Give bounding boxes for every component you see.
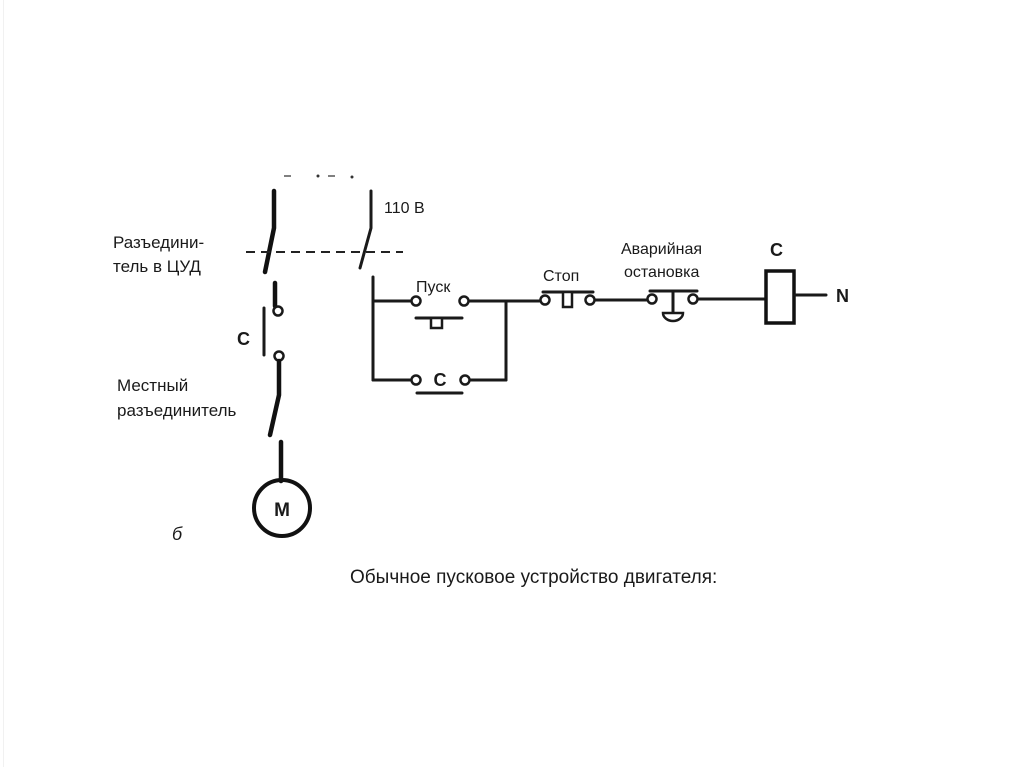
hold-contact bbox=[410, 374, 471, 395]
label-motor: М bbox=[274, 500, 290, 521]
label-isolator-cud-line1: Разъедини- bbox=[113, 233, 204, 252]
contactor-main-contact bbox=[262, 280, 285, 362]
terminal bbox=[272, 305, 284, 317]
local-isolator bbox=[267, 358, 282, 438]
isolator-cud-pole-2 bbox=[358, 189, 373, 270]
label-start-button: Пуск bbox=[416, 279, 451, 296]
isolator-cud-pole-1 bbox=[262, 188, 277, 275]
start-button bbox=[410, 295, 470, 330]
truncated-top-marks bbox=[284, 174, 354, 179]
label-emergency-line2: остановка bbox=[624, 264, 700, 281]
figure-caption: Обычное пусковое устройство двигателя: bbox=[350, 567, 717, 588]
figure-letter: б bbox=[172, 524, 183, 544]
start-button-plunger bbox=[429, 316, 444, 330]
label-isolator-cud-line2: тель в ЦУД bbox=[113, 257, 201, 276]
isolator-cud bbox=[246, 188, 403, 275]
label-hold-contact: С bbox=[434, 370, 447, 390]
motor-circle bbox=[252, 478, 312, 538]
emergency-stop-button bbox=[646, 289, 767, 323]
contactor-coil bbox=[764, 269, 828, 325]
stop-button bbox=[539, 290, 650, 309]
label-voltage: 110 В bbox=[384, 200, 425, 217]
mushroom-head bbox=[661, 311, 685, 323]
page-edge bbox=[3, 0, 4, 767]
label-stop-button: Стоп bbox=[543, 268, 579, 285]
label-coil: С bbox=[770, 240, 783, 260]
label-local-isolator-line1: Местный bbox=[117, 376, 188, 395]
label-local-isolator-line2: разъединитель bbox=[117, 401, 237, 420]
control-right-bus bbox=[467, 299, 542, 382]
stop-button-plunger bbox=[561, 290, 574, 309]
label-contactor-main: С bbox=[237, 329, 250, 349]
control-left-bus bbox=[371, 275, 414, 382]
motor bbox=[252, 439, 312, 538]
label-neutral: N bbox=[836, 286, 849, 306]
label-emergency-line1: Аварийная bbox=[621, 241, 702, 258]
